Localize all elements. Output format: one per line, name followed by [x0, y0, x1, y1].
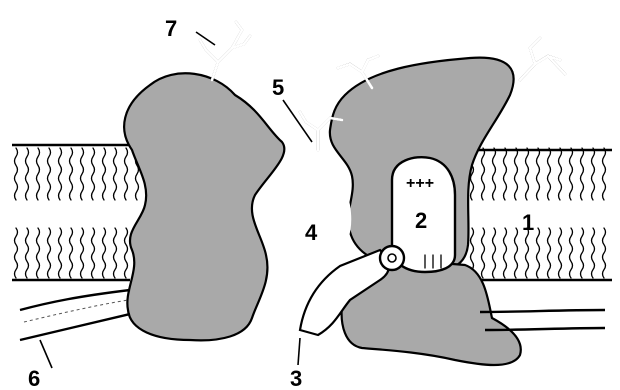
- lipid-tail: [59, 228, 62, 278]
- lipid-tail: [515, 148, 518, 200]
- lipid-tail: [482, 148, 485, 200]
- label-3: 3: [290, 366, 302, 390]
- label-4: 4: [305, 220, 318, 245]
- label-2: 2: [415, 208, 427, 233]
- lipid-tail: [548, 148, 551, 200]
- lipid-tail: [526, 228, 529, 278]
- protein-subunit-left: [124, 73, 284, 340]
- lipid-tail: [37, 148, 40, 200]
- lipid-tail: [581, 148, 584, 200]
- lipid-tail: [92, 228, 95, 278]
- lipid-tail: [592, 148, 595, 200]
- lipid-tail: [581, 228, 584, 278]
- lipid-tail: [15, 228, 18, 278]
- lipid-tail: [603, 228, 606, 278]
- lipid-tail: [526, 148, 529, 200]
- lipid-tail: [504, 148, 507, 200]
- label-5: 5: [272, 75, 284, 100]
- lipid-tail: [493, 148, 496, 200]
- lipid-tail: [48, 228, 51, 278]
- lipid-tail: [515, 228, 518, 278]
- lipid-tail: [37, 228, 40, 278]
- lipid-tail: [570, 148, 573, 200]
- carbohydrate-chain-left: [200, 22, 250, 80]
- lipid-tail: [70, 228, 73, 278]
- lipid-tail: [15, 148, 18, 200]
- lipid-tail: [92, 148, 95, 200]
- label-7: 7: [165, 16, 177, 41]
- lipid-tail: [493, 228, 496, 278]
- lipid-tail: [26, 148, 29, 200]
- lipid-tail: [70, 148, 73, 200]
- lipid-tail: [26, 228, 29, 278]
- carbohydrate-chain-right-2: [520, 38, 565, 80]
- lipid-tail: [548, 228, 551, 278]
- lipid-tail: [537, 228, 540, 278]
- lipid-tail: [504, 228, 507, 278]
- lipid-tail: [125, 228, 128, 278]
- lipid-tail: [592, 228, 595, 278]
- lipid-tail: [114, 148, 117, 200]
- lipid-tail: [537, 148, 540, 200]
- lipid-tail: [59, 148, 62, 200]
- lipid-tail: [48, 148, 51, 200]
- lipid-tail: [603, 148, 606, 200]
- lipid-tail: [81, 148, 84, 200]
- lipid-tail: [559, 148, 562, 200]
- lipid-tail: [103, 228, 106, 278]
- positive-charges: +++: [406, 175, 434, 192]
- channel-pore: [273, 158, 351, 270]
- lipid-tail: [103, 148, 106, 200]
- gate-ball-center: [388, 254, 396, 262]
- lipid-tail: [125, 148, 128, 200]
- lipid-tail: [482, 228, 485, 278]
- label-6: 6: [28, 366, 40, 390]
- cytoskeleton-left: [20, 290, 130, 340]
- lipid-tail: [570, 228, 573, 278]
- lipid-tail: [81, 228, 84, 278]
- label-1: 1: [522, 210, 534, 235]
- lipid-tail: [114, 228, 117, 278]
- lipid-tail: [559, 228, 562, 278]
